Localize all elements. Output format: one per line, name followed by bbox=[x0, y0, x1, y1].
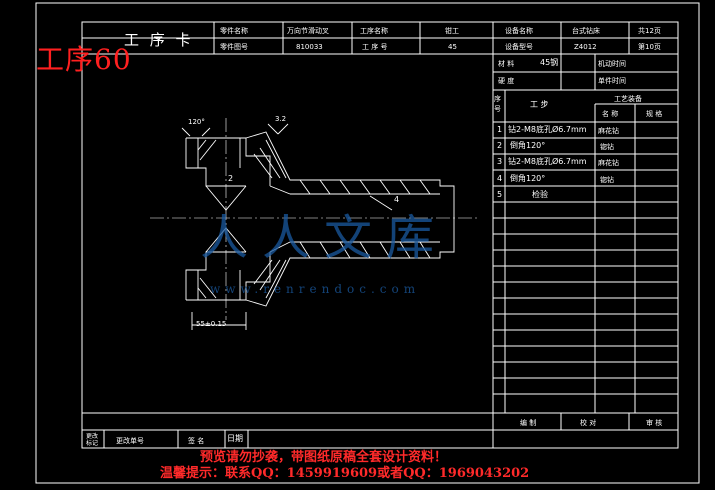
seq-label: 序号 bbox=[494, 95, 501, 113]
machine-time-label: 机动时间 bbox=[598, 60, 626, 68]
step-row-1-tool: 麻花钻 bbox=[598, 127, 619, 135]
sign-label: 签 名 bbox=[188, 437, 205, 445]
equipment-name: 台式钻床 bbox=[572, 27, 600, 35]
watermark-url: www.renrendoc.com bbox=[210, 282, 421, 296]
approve-label: 审 核 bbox=[646, 419, 663, 427]
part-name-label: 零件名称 bbox=[220, 27, 248, 35]
date-label: 日期 bbox=[227, 434, 243, 443]
step-row-2-no: 2 bbox=[497, 141, 503, 150]
roughness-label: 3.2 bbox=[275, 115, 287, 123]
name-label: 名 称 bbox=[602, 110, 619, 118]
equipment-model-label: 设备型号 bbox=[505, 43, 533, 51]
step-row-4-step: 倒角120° bbox=[510, 174, 546, 183]
step-row-1-step: 钻2-M8底孔Ø6.7mm bbox=[508, 125, 587, 134]
step-row-2-step: 倒角120° bbox=[510, 141, 546, 150]
process-name-label: 工序名称 bbox=[360, 27, 388, 35]
page-no: 第10页 bbox=[638, 43, 661, 51]
step-row-1-no: 1 bbox=[497, 125, 503, 134]
unit-time-label: 单件时间 bbox=[598, 77, 626, 85]
step-row-4-tool: 锪钻 bbox=[600, 176, 614, 184]
part-name: 万向节滑动叉 bbox=[287, 27, 329, 35]
equipment-name-label: 设备名称 bbox=[505, 27, 533, 35]
card-title: 工 序 卡 bbox=[124, 31, 194, 49]
compile-label: 编 制 bbox=[520, 419, 537, 427]
watermark-text: 人人文库 bbox=[200, 210, 449, 266]
bottom-dim: 55±0.15 bbox=[196, 320, 227, 328]
step-row-2-tool: 锪钻 bbox=[600, 143, 614, 151]
step-row-4-no: 4 bbox=[497, 174, 503, 183]
step-row-3-step: 钻2-M8底孔Ø6.7mm bbox=[508, 157, 587, 166]
hardness-label: 硬 度 bbox=[498, 77, 515, 85]
step-row-5-step: 检验 bbox=[532, 190, 548, 199]
check-label: 校 对 bbox=[580, 419, 597, 427]
warning-line-2: 温馨提示：联系QQ：1459919609或者QQ：1969043202 bbox=[160, 466, 530, 481]
material-value: 45钢 bbox=[540, 58, 559, 67]
step-row-5-no: 5 bbox=[497, 190, 503, 199]
process-no-label: 工 序 号 bbox=[362, 43, 388, 51]
total-pages: 共12页 bbox=[638, 27, 661, 35]
material-label: 材 料 bbox=[498, 60, 515, 68]
warning-line-1: 预览请勿抄袭，带图纸原稿全套设计资料！ bbox=[200, 450, 448, 465]
equipment-label: 工艺装备 bbox=[614, 95, 642, 103]
change-doc-label: 更改单号 bbox=[116, 437, 144, 445]
part-no-label: 零件图号 bbox=[220, 43, 248, 51]
overlay-title: 工序60 bbox=[36, 43, 132, 76]
part-drawing bbox=[150, 118, 480, 330]
angle-label: 120° bbox=[188, 118, 205, 126]
dim-label: 2 bbox=[228, 174, 234, 183]
part-no: 810033 bbox=[296, 43, 323, 51]
process-name: 钳工 bbox=[445, 27, 459, 35]
spec-label: 规 格 bbox=[646, 110, 663, 118]
equipment-model: Z4012 bbox=[574, 43, 597, 51]
step-row-3-no: 3 bbox=[497, 157, 503, 166]
step-row-3-tool: 麻花钻 bbox=[598, 159, 619, 167]
step-label: 工 步 bbox=[530, 100, 549, 109]
dim-small: 4 bbox=[394, 195, 400, 204]
process-no: 45 bbox=[448, 43, 457, 51]
mark-label: 更改标记 bbox=[86, 433, 99, 447]
